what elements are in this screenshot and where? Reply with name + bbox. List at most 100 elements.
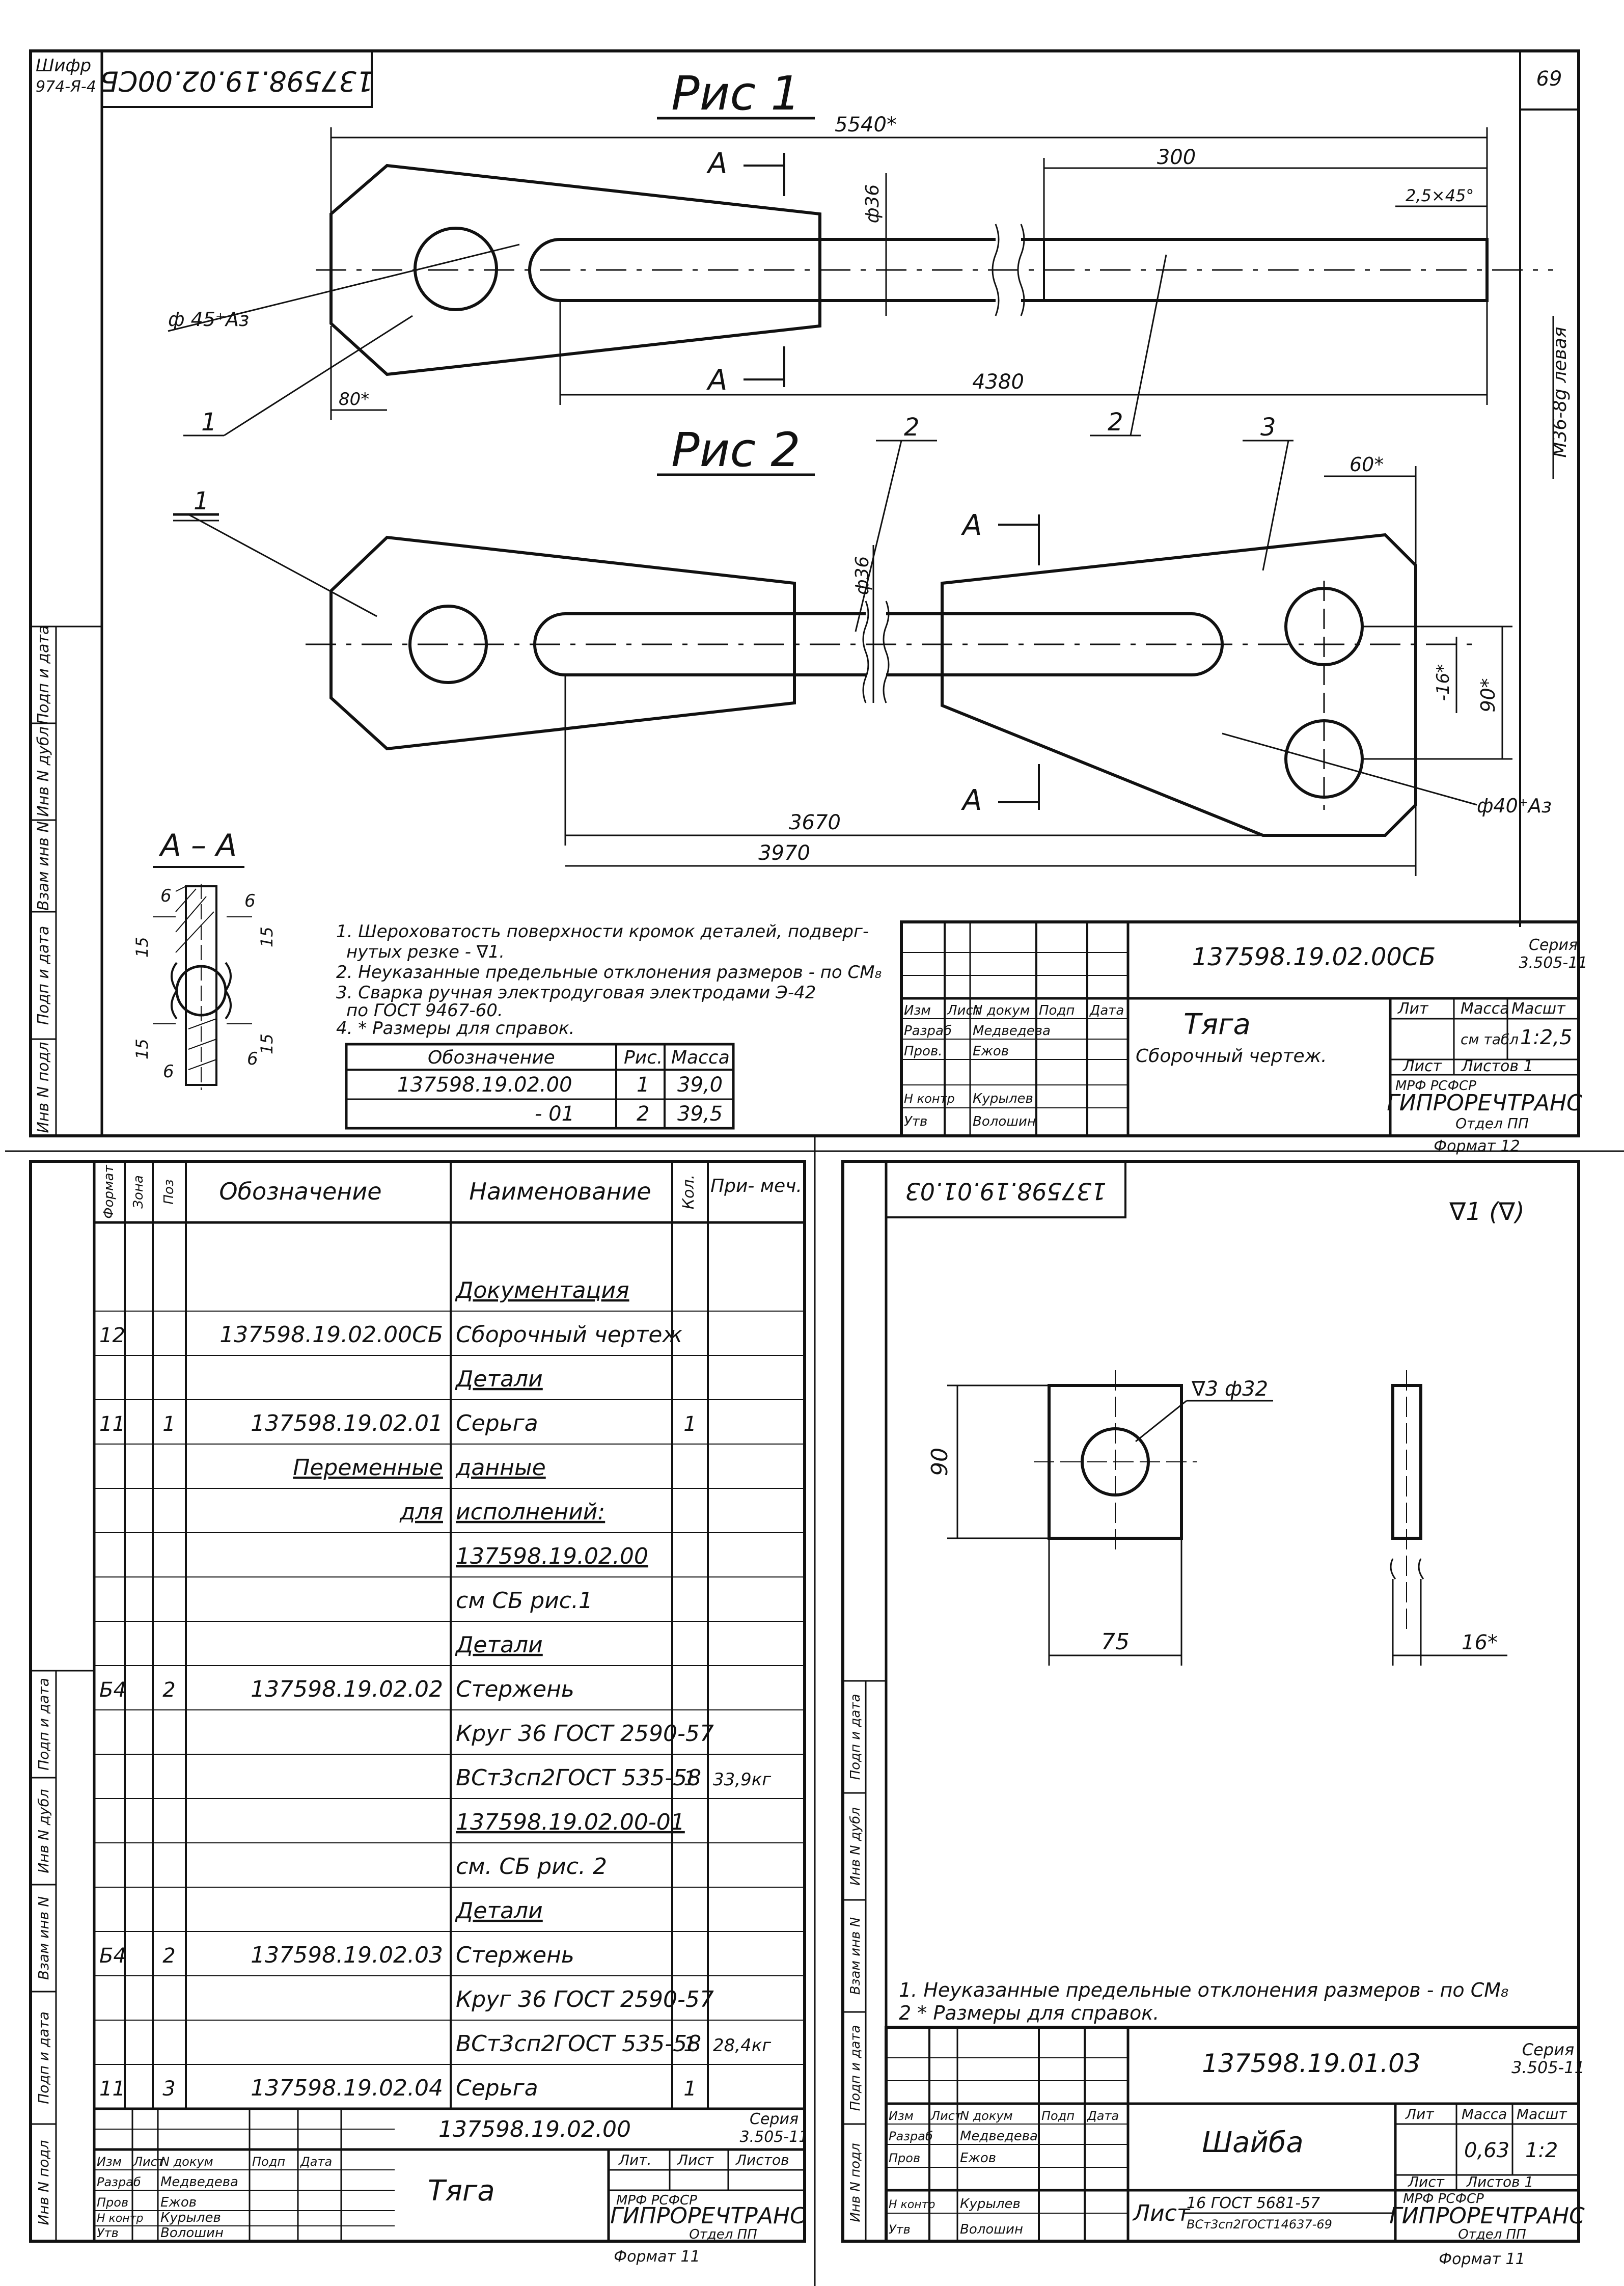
washer-tb-person: Медведева [960, 2129, 1038, 2144]
note-line: 3. Сварка ручная электродуговая электрод… [336, 983, 816, 1003]
spec-cell-name: см СБ рис.1 [456, 1588, 593, 1614]
washer-tb-sheet: Лист [1408, 2173, 1445, 2190]
side-label: Инв N подл [35, 1042, 52, 1133]
cipher-value: 974-Я-4 [36, 78, 96, 96]
spec-cell-designation: Переменные [293, 1455, 443, 1481]
spec-cell-format: Б4 [99, 1678, 126, 1702]
tb-scale-value: 1:2,5 [1520, 1026, 1573, 1049]
mass-header: Масса [671, 1047, 730, 1068]
spec-header-qty: Кол. [680, 1175, 698, 1209]
side-label: Инв N дубл [35, 726, 52, 817]
section-dim-6: 6 [244, 891, 256, 911]
spec-tb-role: Лист [133, 2155, 165, 2169]
top-frame [29, 49, 1580, 1137]
tb-role: Дата [1089, 1003, 1124, 1018]
washer-tb-name: Шайба [1202, 2126, 1303, 2159]
tb-name: Тяга [1183, 1008, 1251, 1041]
side-label: Взам инв N [35, 1896, 52, 1980]
spec-tb-person: Волошин [160, 2225, 224, 2241]
spec-cell-name: исполнений: [456, 1499, 605, 1525]
tb-scale-label: Масшт [1511, 1000, 1566, 1018]
side-label: Инв N дубл [35, 1789, 52, 1873]
side-label: Подп и дата [848, 2025, 863, 2111]
washer-tb-role: Лист [930, 2109, 962, 2123]
washer-tb-person: Курылев [960, 2196, 1021, 2212]
section-dim-6: 6 [163, 1062, 174, 1082]
spec-tb-format: Формат 11 [614, 2248, 700, 2266]
mass-cell: 137598.19.02.00 [397, 1073, 572, 1097]
washer-tb-person: Ежов [960, 2151, 996, 2166]
spec-tb-role: Дата [300, 2155, 332, 2169]
side-label: Инв N подл [35, 2140, 52, 2225]
washer-sheet: 137598.19.01.03 ∇1 (∇) ∇3 ф32 90 75 16* … [841, 1160, 1585, 2268]
tb-role: Разраб [904, 1023, 952, 1039]
spec-cell-designation: 137598.19.02.01 [251, 1410, 443, 1436]
fig1-pos-1: 1 [201, 408, 217, 437]
spec-tb-role: Утв [97, 2226, 119, 2240]
tb-role: Утв [904, 1114, 927, 1129]
top-sheet: 137598.19.02.00СБ Шифр 974-Я-4 69 Подп и… [29, 49, 1588, 1155]
washer-tb-role: N докум [960, 2109, 1013, 2123]
spec-tb-lit: Лит. [618, 2152, 651, 2168]
spec-tb-dept: Отдел ПП [689, 2227, 757, 2242]
spec-cell-qty: 1 [683, 1412, 696, 1436]
section-dim-15: 15 [257, 927, 277, 947]
spec-cell-name: ВСт3сп2ГОСТ 535-58 [456, 2031, 701, 2057]
spec-cell-name: данные [455, 1455, 546, 1481]
side-label: Взам инв N [35, 821, 52, 911]
spec-side-stamp: Подп и дата Инв N дубл Взам инв N Подп и… [31, 1670, 94, 2241]
tb-sheet-label: Лист [1402, 1057, 1443, 1075]
section-dim-15: 15 [257, 1033, 277, 1054]
spec-cell-format: Б4 [99, 1944, 126, 1968]
tb-org: ГИПРОРЕЧТРАНС [1387, 1090, 1582, 1116]
note-line: 1. Шероховатость поверхности кромок дета… [336, 921, 869, 942]
fig2-dim-90: 90* [1477, 678, 1499, 712]
spec-tb-sheet: Лист [677, 2152, 714, 2168]
side-label: Подп и дата [35, 926, 52, 1025]
spec-cell-qty: 1 [683, 2077, 696, 2101]
washer-tb-material-top: 16 ГОСТ 5681-57 [1187, 2194, 1320, 2212]
side-label: Инв N подл [848, 2143, 863, 2222]
washer-note: 2 * Размеры для справок. [899, 2002, 1159, 2024]
washer-tb-series-label: Серия [1522, 2040, 1574, 2059]
spec-cell-pos: 1 [162, 1412, 175, 1436]
tb-series: 3.505-11 [1519, 954, 1588, 972]
page-number: 69 [1536, 67, 1562, 91]
washer-tb-mass-label: Масса [1462, 2106, 1507, 2122]
tb-lit-label: Лит [1397, 1000, 1429, 1018]
mass-cell: 2 [637, 1102, 649, 1126]
spec-header-name: Наименование [469, 1178, 651, 1205]
section-aa: А – А 6 6 6 6 15 15 15 15 [132, 828, 277, 1090]
fig2-dim-3970: 3970 [758, 841, 810, 865]
spec-cell-pos: 3 [162, 2077, 175, 2101]
top-code-upside: 137598.19.02.00СБ [100, 65, 374, 97]
spec-cell-name: Серьга [456, 1410, 538, 1436]
tb-person: Курылев [973, 1091, 1033, 1106]
washer-dim-16: 16* [1462, 1631, 1498, 1654]
tb-series-label: Серия [1529, 936, 1578, 954]
spec-cell-name: 137598.19.02.00-01 [456, 1809, 685, 1835]
spec-cell-designation: 137598.19.02.00СБ [219, 1322, 443, 1348]
note-line: нутых резке - ∇1. [346, 942, 505, 962]
washer-tb-org-top: МРФ РСФСР [1403, 2191, 1484, 2207]
mass-table: Обозначение Рис. Масса 137598.19.02.00 1… [345, 1043, 735, 1130]
spec-cell-format: 11 [99, 1412, 125, 1436]
washer-tb-role: Дата [1087, 2109, 1119, 2123]
fig2-dim-60: 60* [1350, 453, 1384, 476]
washer-tb-scale: 1:2 [1525, 2139, 1558, 2162]
fig1-section-a: А [706, 364, 727, 397]
figure-1: Рис 1 5540* 300 2,5×45° ф36 [168, 66, 1571, 479]
fig2-pos-2: 2 [904, 413, 920, 442]
spec-tb-org-top: МРФ РСФСР [616, 2193, 697, 2208]
washer-tb-org: ГИПРОРЕЧТРАНС [1389, 2203, 1585, 2229]
fig1-dim-300: 300 [1157, 146, 1196, 169]
spec-title-block: 137598.19.02.00 Серия 3.505-11 Тяга Лит.… [94, 2107, 808, 2266]
tb-role: Пров. [904, 1044, 943, 1059]
tb-person: Волошин [973, 1114, 1036, 1129]
washer-tb-material-bottom: ВСт3сп2ГОСТ14637-69 [1187, 2217, 1332, 2231]
spec-tb-role: Пров [97, 2195, 128, 2210]
fig2-hole-label: ф40⁺Аз [1477, 795, 1552, 817]
spec-tb-role: Изм [97, 2155, 122, 2169]
